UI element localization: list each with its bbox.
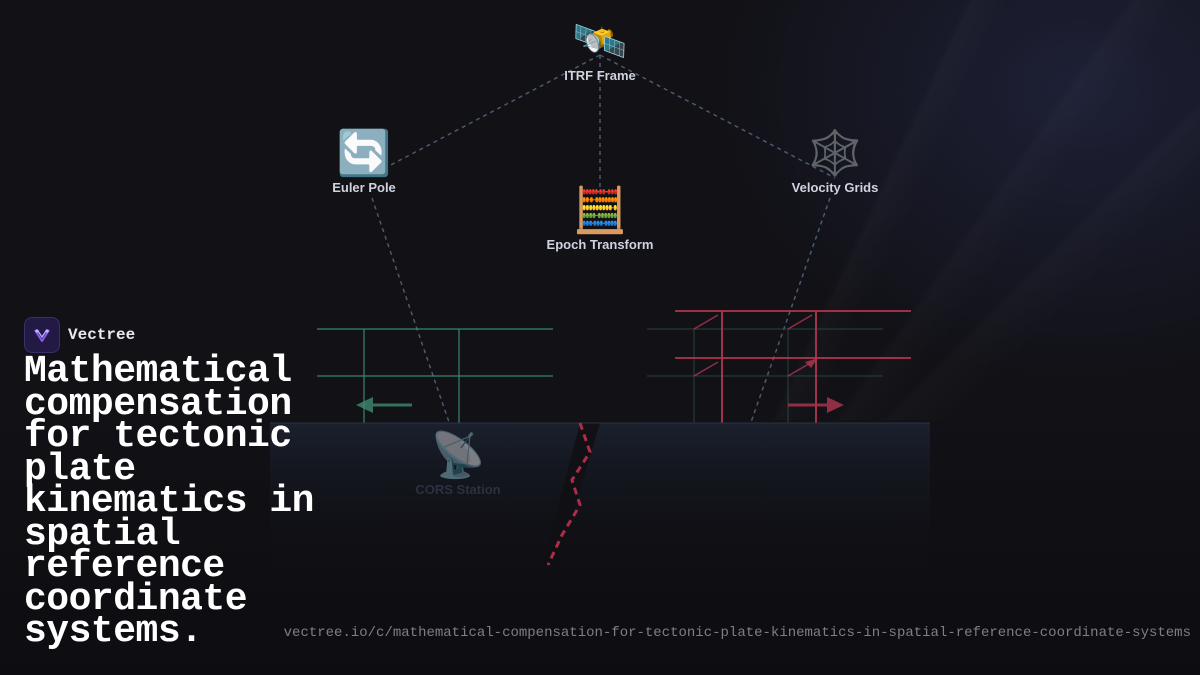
node-velocity-label: Velocity Grids	[791, 180, 879, 195]
brand-name: Vectree	[68, 326, 136, 344]
light-beams	[680, 0, 1200, 420]
spider-web-icon: 🕸️	[807, 129, 863, 178]
node-epoch-transform: 🧮 Epoch Transform	[546, 186, 654, 253]
node-euler-pole: 🔄 Euler Pole	[332, 129, 396, 196]
page-title: Mathematical compensation for tectonic p…	[24, 350, 314, 653]
node-cors-station: 📡 CORS Station	[415, 431, 501, 498]
connector-itrf-euler	[384, 54, 601, 169]
right-motion-arrow	[788, 397, 844, 413]
abacus-icon: 🧮	[572, 186, 628, 235]
satellite-icon: 🛰️	[572, 17, 628, 66]
node-velocity-grids: 🕸️ Velocity Grids	[791, 129, 879, 196]
node-epoch-label: Epoch Transform	[546, 237, 654, 252]
displacement-arrowhead	[805, 358, 818, 368]
satellite-antenna-icon: 📡	[430, 431, 486, 480]
left-motion-arrow	[356, 397, 412, 413]
fault-line	[546, 422, 592, 566]
right-plate	[555, 423, 930, 575]
node-itrf-frame: 🛰️ ITRF Frame	[564, 17, 636, 84]
brand: Vectree	[24, 317, 135, 353]
displacement-vectors	[693, 314, 813, 377]
node-euler-label: Euler Pole	[332, 180, 396, 195]
rotation-arrows-icon: 🔄	[336, 129, 392, 178]
connector-euler-cors	[371, 197, 451, 426]
page-url[interactable]: vectree.io/c/mathematical-compensation-f…	[283, 625, 1191, 641]
left-plate	[270, 423, 580, 575]
vectree-logo-icon	[24, 317, 60, 353]
node-cors-label: CORS Station	[415, 482, 501, 497]
left-plate-grid	[317, 328, 553, 423]
right-plate-reference-grid	[647, 328, 883, 423]
node-itrf-label: ITRF Frame	[564, 68, 636, 83]
